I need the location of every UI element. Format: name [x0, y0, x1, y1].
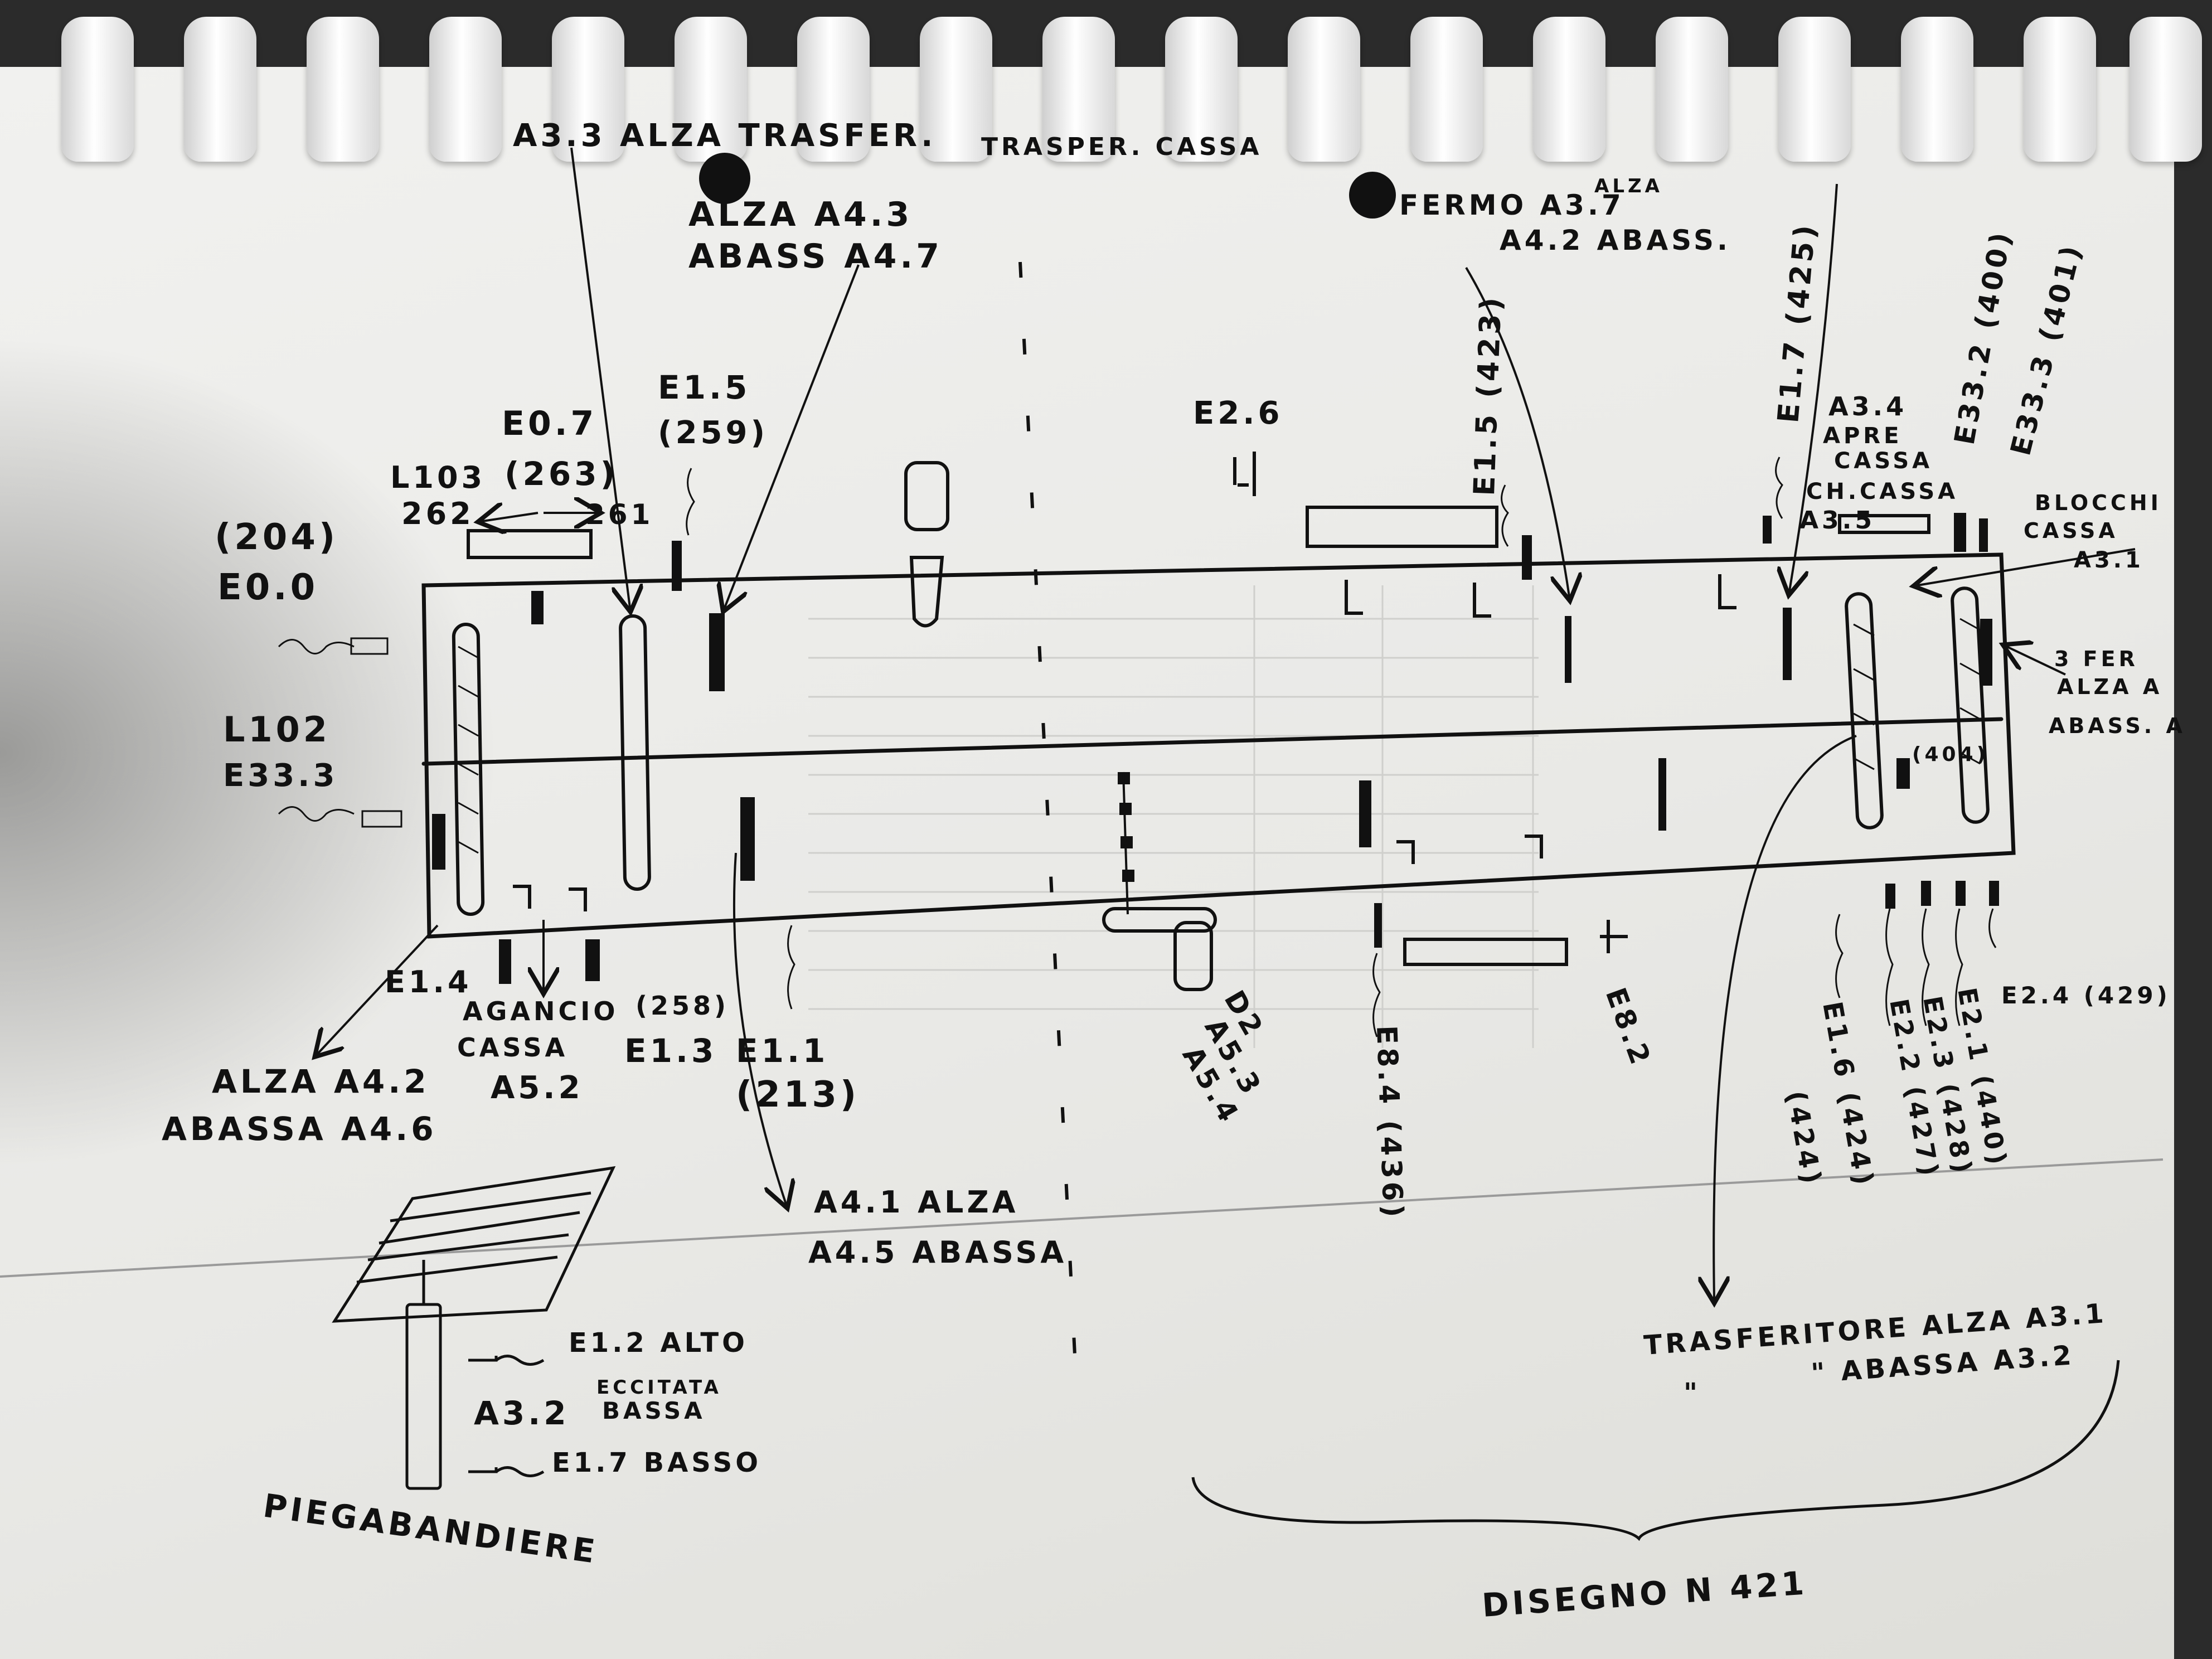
- labels: A3.3 ALZA TRASFER. TRASPER. CASSA ALZA A…: [162, 118, 2186, 1624]
- label-piegabandiere: PIEGABANDIERE: [261, 1487, 600, 1571]
- label-disegno: DISEGNO N 421: [1481, 1564, 1808, 1624]
- label-alza-small: ALZA: [1594, 175, 1663, 197]
- binding-ring: [1901, 17, 1973, 162]
- binding-ring: [797, 17, 870, 162]
- label-eccitata: ECCITATA: [596, 1376, 722, 1399]
- label-abassa-a46: ABASSA A4.6: [162, 1110, 437, 1148]
- sensor-wires: [278, 457, 1997, 1037]
- binding-ring: [307, 17, 379, 162]
- binding-ring: [2024, 17, 2096, 162]
- label-e15-left: E1.5: [658, 368, 750, 406]
- section-divider-dashed: [1018, 261, 1078, 1377]
- label-cassa-agg: CASSA: [457, 1032, 568, 1063]
- binding-ring: [2129, 17, 2202, 162]
- hole-punch: [699, 153, 750, 204]
- binding-ring: [429, 17, 502, 162]
- page-shadow: [0, 334, 502, 1171]
- binding-ring: [61, 17, 134, 162]
- label-e17-basso: E1.7 BASSO: [552, 1447, 761, 1478]
- binding-ring: [1165, 17, 1238, 162]
- conveyor-rails: [452, 586, 1990, 916]
- hole-punch: [1349, 172, 1396, 219]
- sensors: [432, 513, 1999, 984]
- label-bassa: BASSA: [602, 1397, 706, 1424]
- spiral-binding: [0, 0, 2212, 184]
- label-trasferitore-abassa: " ABASSA A3.2: [1810, 1340, 2075, 1389]
- label-262: 262: [401, 496, 474, 531]
- label-204: (204): [215, 517, 338, 558]
- label-l103: L103: [390, 460, 486, 495]
- binding-ring: [552, 17, 624, 162]
- drawing-brace: [1191, 1360, 2120, 1541]
- label-e82: E8.2: [1599, 983, 1658, 1071]
- binding-ring: [1533, 17, 1605, 162]
- label-abass-a47: ABASS A4.7: [688, 237, 943, 276]
- binding-ring: [1656, 17, 1728, 162]
- label-a33: A3.3 ALZA TRASFER.: [513, 118, 936, 154]
- label-fermo-a37: FERMO A3.7: [1399, 189, 1624, 221]
- label-alza-a43: ALZA A4.3: [688, 195, 913, 234]
- label-258: (258): [636, 991, 729, 1021]
- label-abass-a: ABASS. A: [2049, 714, 2186, 738]
- label-3fer: 3 FER: [2054, 647, 2138, 671]
- actuators: [467, 452, 1930, 991]
- label-alza-a42: ALZA A4.2: [212, 1063, 430, 1100]
- binding-ring: [675, 17, 747, 162]
- label-a41: A4.1 ALZA: [814, 1185, 1018, 1220]
- label-424a: (424): [1780, 1088, 1827, 1189]
- printed-line: [0, 1158, 2164, 1278]
- binding-ring: [184, 17, 256, 162]
- chain-links: [1118, 772, 1134, 882]
- label-e16: E1.6 (424): [1816, 999, 1880, 1190]
- machine-outline: [421, 552, 2016, 939]
- binding-ring: [1778, 17, 1851, 162]
- label-e12: E1.2 ALTO: [569, 1327, 748, 1359]
- rail-hatching: [458, 618, 1981, 854]
- label-a42-abass: A4.2 ABASS.: [1500, 224, 1731, 256]
- label-404: (404): [1912, 743, 1989, 766]
- label-ditto: ": [1684, 1377, 1701, 1409]
- label-e332: E33.2 (400): [1948, 227, 2018, 447]
- label-e17: E1.7 (425): [1772, 220, 1822, 424]
- leader-arrows: [318, 147, 2136, 1299]
- binding-ring: [1410, 17, 1483, 162]
- label-cassa-a34: CASSA: [1834, 448, 1933, 474]
- label-e333-left: E33.3: [223, 758, 338, 794]
- label-a32: A3.2: [474, 1394, 570, 1432]
- label-blocchi: BLOCCHI: [2035, 491, 2162, 515]
- label-e14: E1.4: [385, 964, 472, 1000]
- label-263: (263): [505, 455, 618, 493]
- chain-line: [1122, 772, 1129, 915]
- binding-ring: [1042, 17, 1115, 162]
- binding-ring: [920, 17, 992, 162]
- binding-ring: [1288, 17, 1360, 162]
- label-e26: E2.6: [1193, 395, 1283, 431]
- label-a35: A3.5: [1799, 506, 1875, 535]
- label-e24: E2.4 (429): [2001, 982, 2171, 1009]
- label-a45: A4.5 ABASSA: [808, 1235, 1067, 1270]
- label-e84: E8.4 (436): [1370, 1025, 1409, 1221]
- label-alza-a: ALZA A: [2057, 675, 2162, 699]
- label-aggancio: AGANCIO: [463, 996, 618, 1026]
- label-a31-right: A3.1: [2074, 547, 2144, 573]
- label-e07: E0.7: [502, 404, 597, 443]
- label-e15-right: E1.5 (423): [1468, 294, 1508, 497]
- label-259: (259): [658, 415, 768, 451]
- label-a34: A3.4: [1828, 391, 1907, 421]
- label-e333-right: E33.3 (401): [2004, 239, 2088, 458]
- label-e11: E1.1: [736, 1032, 828, 1070]
- label-e00: E0.0: [217, 567, 318, 608]
- printed-table-ghost: [808, 585, 1539, 1048]
- label-apre: APRE: [1823, 423, 1902, 449]
- label-trasp-cassa: TRASPER. CASSA: [981, 133, 1262, 161]
- flag-folder-sketch: [332, 1166, 616, 1490]
- label-cassa-blocchi: CASSA: [2024, 518, 2118, 543]
- label-213: (213): [736, 1074, 860, 1115]
- label-l102: L102: [223, 709, 331, 750]
- label-261: 261: [585, 498, 653, 531]
- label-chcassa: CH.CASSA: [1806, 479, 1958, 505]
- label-a52: A5.2: [491, 1070, 584, 1106]
- label-e13: E1.3: [624, 1032, 717, 1070]
